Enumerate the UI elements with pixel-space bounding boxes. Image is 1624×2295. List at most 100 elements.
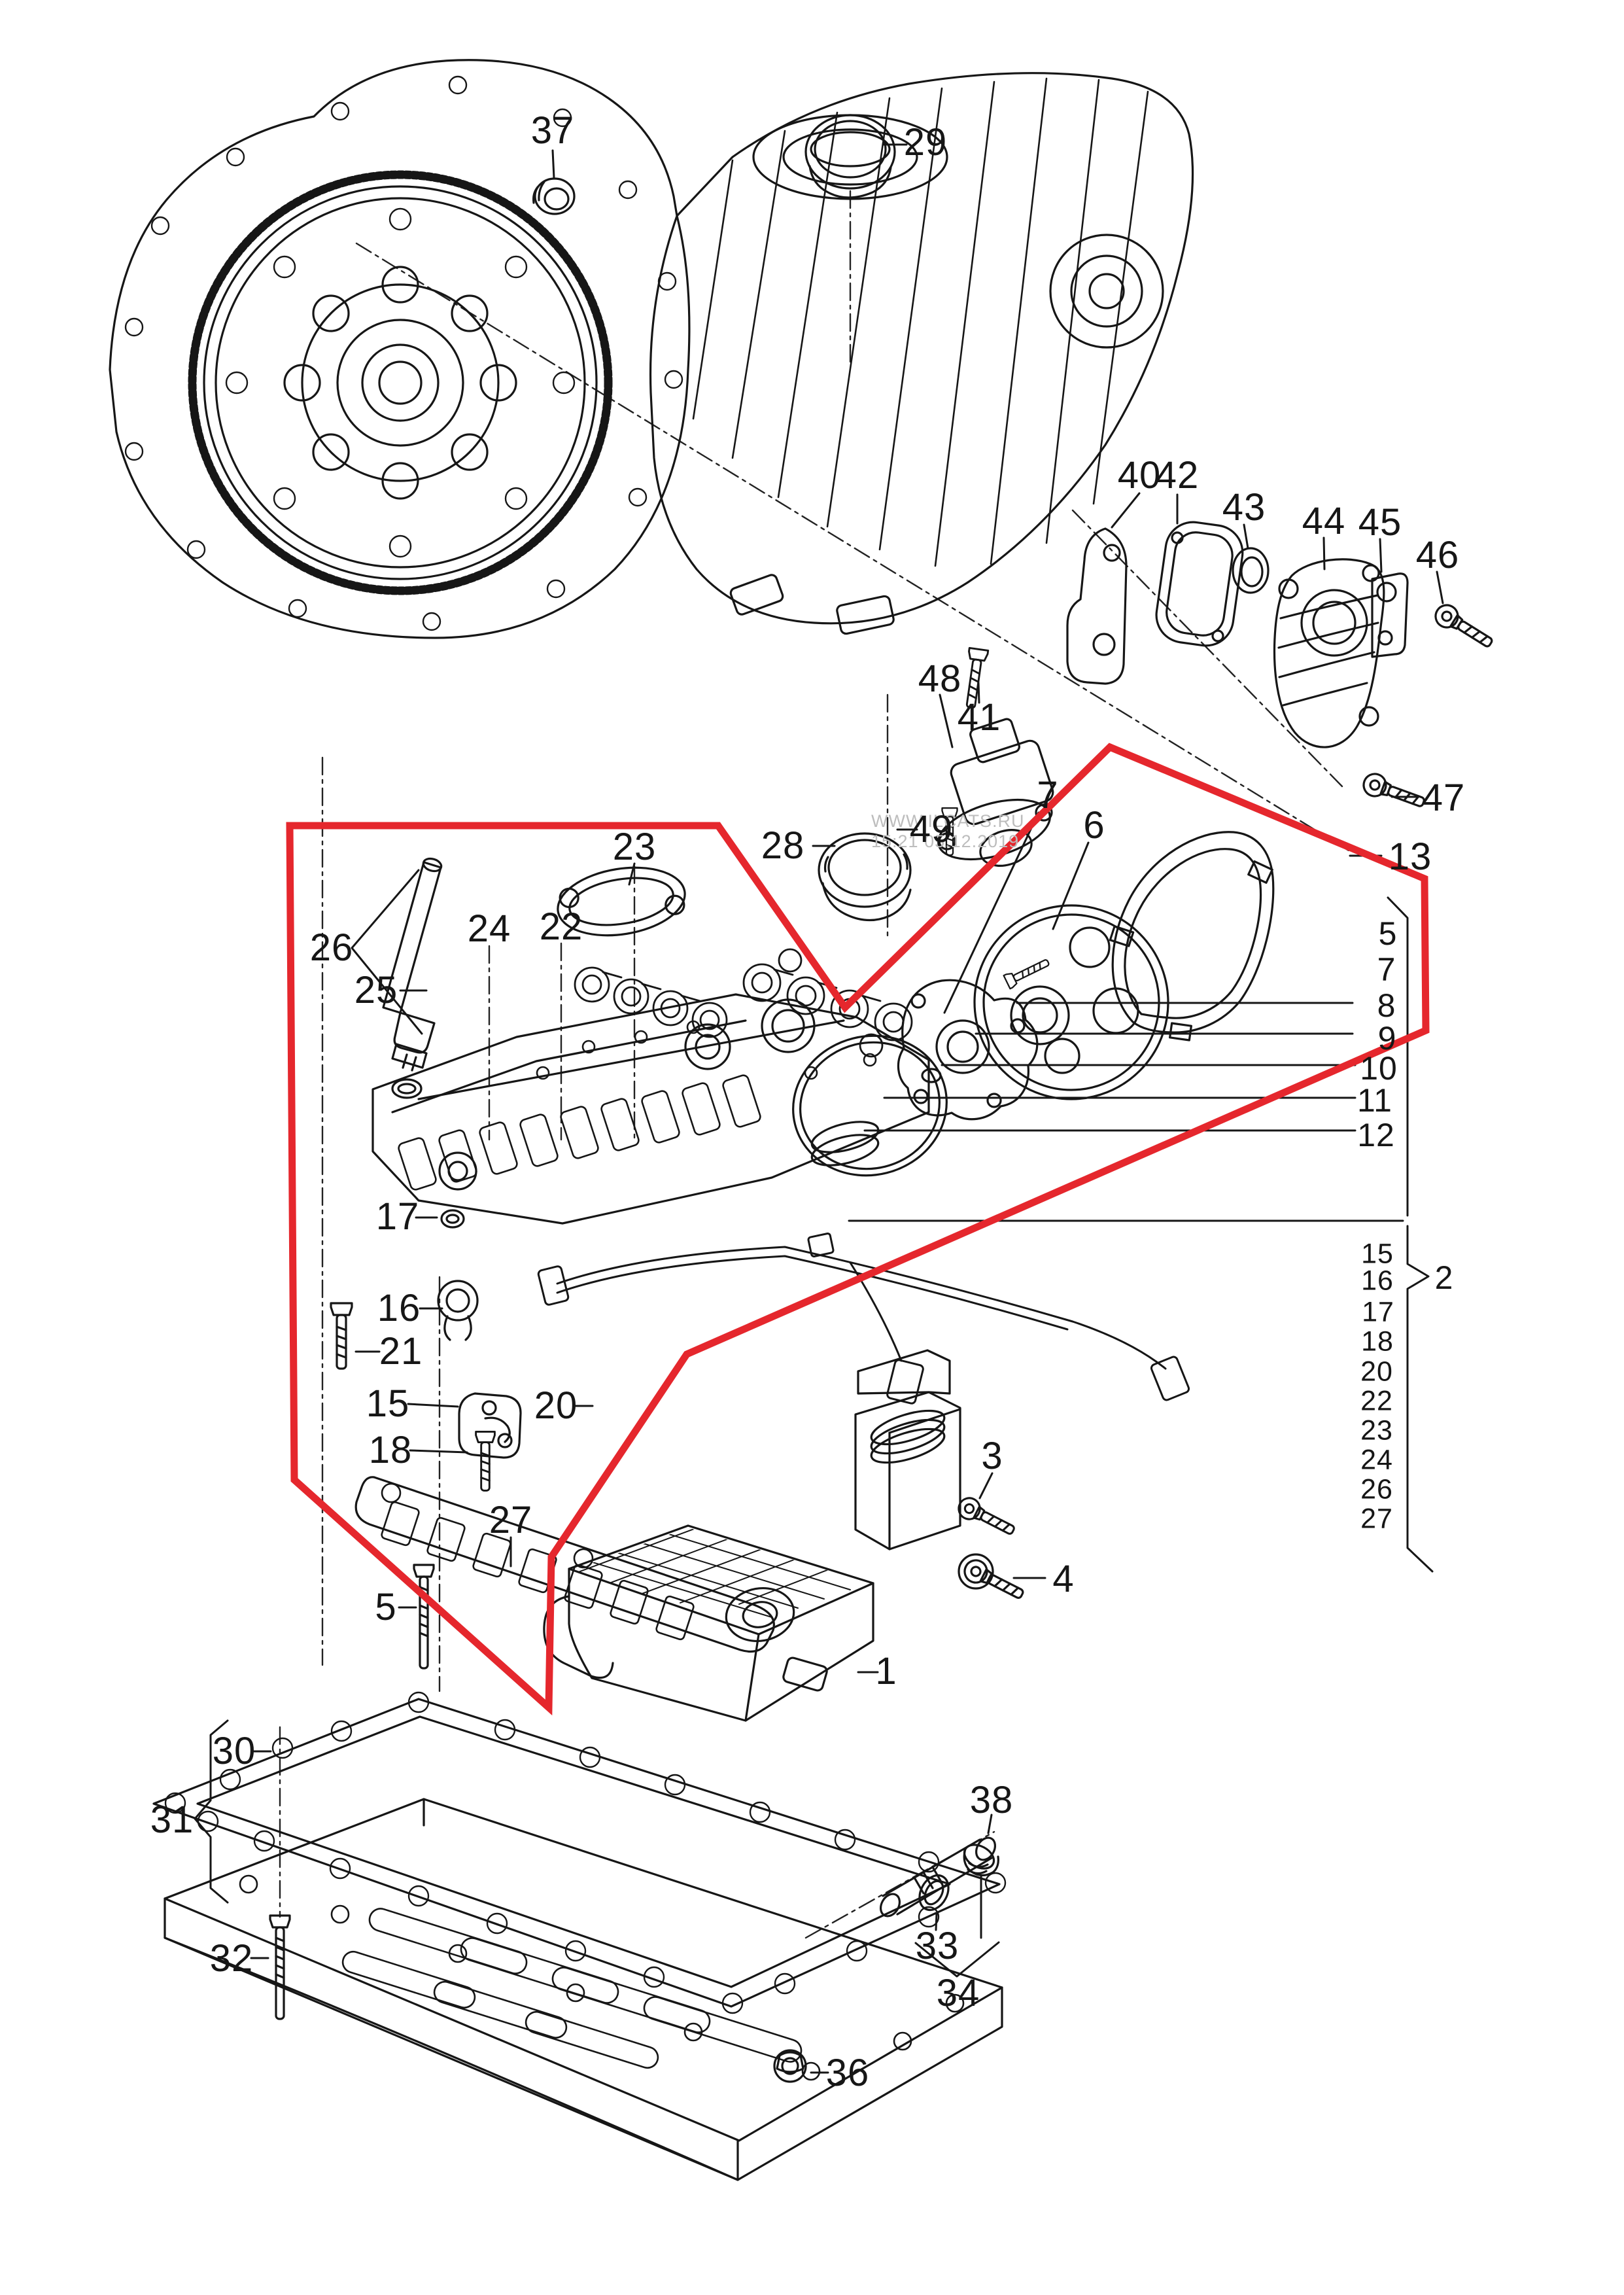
- part-label-26-35: 26: [309, 926, 354, 969]
- part-label-8-18: 8: [1377, 987, 1396, 1024]
- pump-bolt-drawing: [1003, 955, 1052, 990]
- filter-connector-drawing: [854, 1349, 961, 1550]
- gasket-24-drawing: [574, 966, 728, 1038]
- drain-plug-36-drawing: [776, 2051, 804, 2073]
- filter-1-drawing: [543, 1524, 874, 1722]
- bracket-40-drawing: [1066, 527, 1128, 685]
- part-label-29-1: 29: [903, 121, 948, 164]
- construction-axes: [279, 190, 1350, 1939]
- part-label-32-52: 32: [209, 1937, 254, 1980]
- bracket-45-drawing: [1362, 564, 1409, 658]
- screw-18-drawing: [475, 1430, 496, 1492]
- part-label-9-19: 9: [1377, 1020, 1397, 1057]
- part-label-12-22: 12: [1357, 1117, 1395, 1153]
- part-label-26-32: 26: [1360, 1473, 1393, 1505]
- bolt-5-drawing: [413, 1564, 435, 1670]
- part-label-7-17: 7: [1377, 951, 1396, 988]
- part-label-24-31: 24: [1360, 1444, 1393, 1476]
- part-label-4-48: 4: [1052, 1558, 1075, 1600]
- dipstick-26-drawing: [382, 857, 443, 1072]
- part-label-33-54: 33: [915, 1925, 959, 1967]
- seal-28-drawing: [818, 832, 912, 922]
- part-label-28-11: 28: [761, 824, 805, 867]
- pump-small-rings-drawing: [810, 1121, 880, 1166]
- watermark-line2: 15:21 05.12.2019: [871, 832, 1020, 851]
- part-label-13-15: 13: [1388, 835, 1432, 878]
- screw-4-flange: [958, 1553, 994, 1590]
- cover-44-drawing: [1273, 558, 1385, 748]
- part-label-5-16: 5: [1378, 915, 1398, 952]
- part-label-7-13: 7: [1037, 774, 1059, 816]
- harness-20-drawing: [537, 1233, 1190, 1405]
- part-label-24-37: 24: [467, 907, 511, 950]
- part-label-17-26: 17: [1362, 1296, 1394, 1328]
- part-label-6-14: 6: [1083, 804, 1105, 847]
- part-label-23-30: 23: [1360, 1414, 1393, 1446]
- part-label-27-45: 27: [489, 1499, 533, 1541]
- oring-25-drawing: [391, 1078, 423, 1099]
- bolt-21-drawing: [330, 1302, 353, 1370]
- part-label-48-9: 48: [918, 657, 962, 700]
- part-label-20-28: 20: [1360, 1356, 1393, 1388]
- valve-body-drawing: [371, 993, 930, 1225]
- part-label-20-44: 20: [534, 1384, 578, 1427]
- part-label-15-24: 15: [1361, 1238, 1394, 1270]
- part-label-36-56: 36: [825, 2052, 870, 2094]
- part-label-38-53: 38: [969, 1779, 1014, 1821]
- part-label-1-49: 1: [875, 1650, 897, 1692]
- part-label-10-20: 10: [1360, 1050, 1398, 1087]
- part-label-16-25: 16: [1361, 1265, 1394, 1297]
- part-label-18-43: 18: [368, 1429, 413, 1471]
- part-label-30-50: 30: [212, 1730, 256, 1772]
- plug-34-drawing: [963, 1844, 999, 1877]
- part-label-15-42: 15: [366, 1382, 410, 1425]
- part-label-40-2: 40: [1117, 454, 1162, 497]
- gasket-42-drawing: [1155, 521, 1244, 647]
- part-label-5-46: 5: [375, 1586, 397, 1628]
- part-label-47-8: 47: [1421, 777, 1466, 819]
- oil-pan-drawing: [164, 1798, 1003, 2181]
- part-label-42-3: 42: [1155, 454, 1200, 497]
- bracket-15-drawing: [458, 1392, 522, 1459]
- watermark: WWW.ILCATS.RU 15:21 05.12.2019: [871, 811, 1024, 852]
- part-label-23-34: 23: [612, 826, 657, 868]
- gasket-23-drawing: [557, 866, 686, 937]
- screw-4-drawing: [959, 1555, 1028, 1606]
- part-label-37-0: 37: [530, 109, 575, 152]
- part-label-41-10: 41: [957, 696, 1001, 739]
- part-label-46-7: 46: [1415, 534, 1460, 576]
- part-label-45-6: 45: [1358, 501, 1402, 544]
- screw-3-drawing: [954, 1493, 1019, 1541]
- part-label-17-39: 17: [375, 1195, 420, 1238]
- highlight-region-outline: [286, 743, 1430, 1716]
- seal-43-drawing: [1232, 547, 1270, 594]
- part-label-21-41: 21: [379, 1330, 423, 1373]
- part-label-34-55: 34: [936, 1972, 980, 2014]
- sensor-16-drawing: [437, 1280, 479, 1341]
- pump-gasket-13-drawing: [1109, 831, 1275, 1042]
- transmission-assembly-drawing: [109, 59, 1194, 639]
- part-label-22-38: 22: [539, 905, 583, 948]
- pump-oring-8-drawing: [792, 1034, 948, 1177]
- watermark-line1: WWW.ILCATS.RU: [871, 811, 1025, 831]
- part-label-44-5: 44: [1302, 500, 1346, 542]
- part-label-2-23: 2: [1434, 1259, 1454, 1296]
- seal-37-drawing: [532, 177, 576, 215]
- seal-29-drawing: [804, 114, 896, 199]
- part-label-49-12: 49: [909, 808, 954, 850]
- oring-33-drawing: [918, 1874, 950, 1912]
- part-label-25-36: 25: [354, 969, 398, 1011]
- part-label-31-51: 31: [150, 1798, 194, 1841]
- part-label-43-4: 43: [1222, 486, 1266, 529]
- part-label-27-33: 27: [1360, 1503, 1393, 1535]
- gasket-22-drawing: [742, 948, 913, 1058]
- part-label-16-40: 16: [377, 1287, 421, 1329]
- screw-47-drawing: [1359, 769, 1428, 815]
- oring-17-drawing: [440, 1209, 465, 1229]
- bolt-32-drawing: [269, 1914, 291, 2020]
- part-label-3-47: 3: [981, 1435, 1003, 1477]
- bolt-46-drawing: [1430, 599, 1498, 654]
- part-label-18-27: 18: [1361, 1325, 1394, 1358]
